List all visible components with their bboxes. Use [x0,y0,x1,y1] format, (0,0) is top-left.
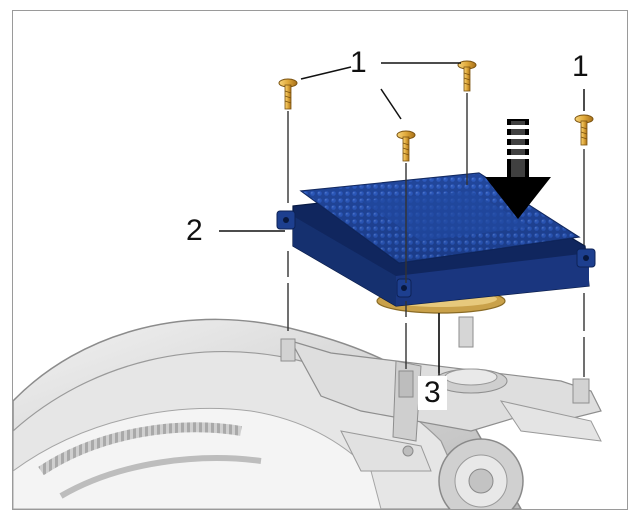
screws [278,60,594,162]
illustration [13,60,602,509]
screw [396,130,416,162]
screw [574,114,594,146]
callout-module: 2 [186,214,203,247]
led-control-module [276,172,596,307]
callout-screw-right: 1 [572,50,589,83]
illustration-frame [12,10,628,510]
leader-lines [219,62,585,375]
callout-seal: 3 [418,376,447,410]
callout-screws: 1 [350,46,367,79]
screw [278,78,298,110]
down-arrow-icon [485,119,551,219]
screw [457,60,477,92]
